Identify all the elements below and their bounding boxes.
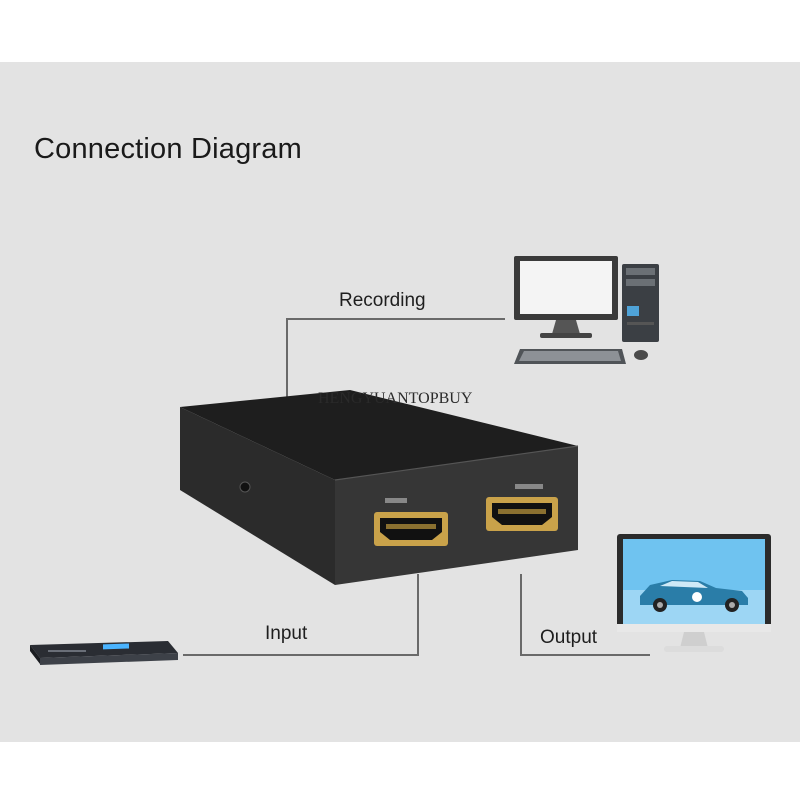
diagram-title: Connection Diagram xyxy=(34,133,302,165)
recording-label: Recording xyxy=(339,290,426,311)
desktop-computer-icon xyxy=(514,256,659,364)
hdmi-capture-box-icon xyxy=(180,390,579,585)
hdmi-in-port xyxy=(374,498,448,546)
hdmi-out-port xyxy=(486,484,558,531)
car-image xyxy=(640,580,748,612)
input-label: Input xyxy=(265,623,308,644)
dvd-player-icon xyxy=(30,641,178,665)
monitor-icon xyxy=(617,534,771,652)
input-line xyxy=(183,574,419,656)
output-label: Output xyxy=(540,627,598,648)
recording-line xyxy=(286,318,505,398)
watermark-text: HENGYUANTOPBUY xyxy=(318,390,473,407)
output-line xyxy=(520,574,650,656)
connector-lines xyxy=(183,318,650,656)
